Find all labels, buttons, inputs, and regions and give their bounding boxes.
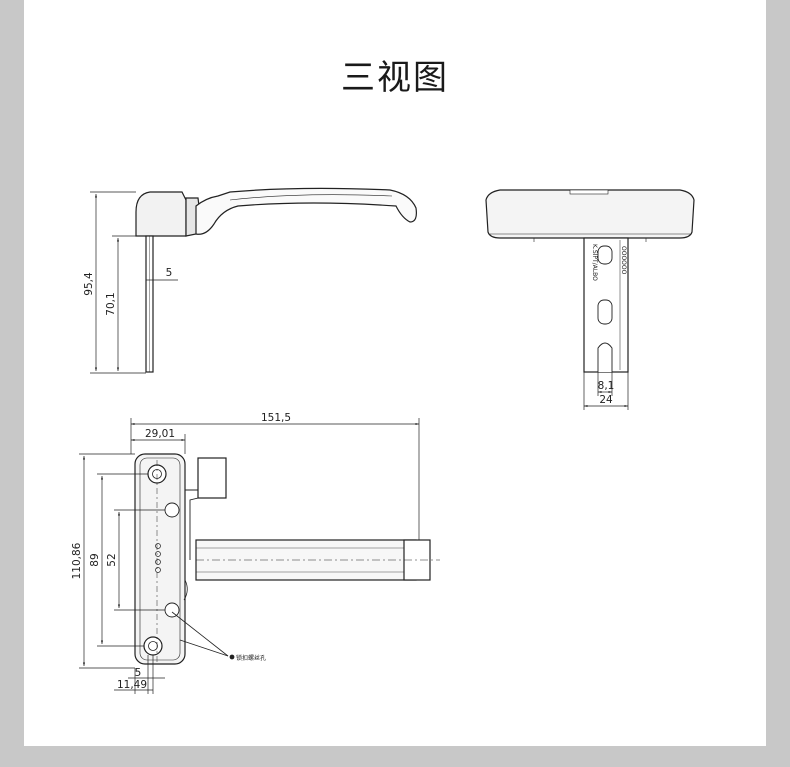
- dim-shaft-length: 70,1: [105, 292, 117, 315]
- end-view: [485, 189, 695, 373]
- side-view-dimensions: [90, 191, 178, 374]
- dim-overall-height-side: 95,4: [83, 272, 95, 296]
- dim-overall-height-top: 110,86: [71, 542, 83, 579]
- hinge-tab: [197, 457, 227, 499]
- handle-cap: [485, 189, 695, 239]
- callout-leader: [171, 611, 235, 660]
- dim-hole-spacing-inner: 52: [106, 553, 118, 566]
- handle-base-outline: [135, 191, 187, 237]
- dim-shaft-thickness: 5: [166, 267, 173, 279]
- dim-overall-length: 151,5: [261, 412, 291, 424]
- base-plate: [134, 453, 186, 665]
- dim-offset-edge: 11,49: [117, 679, 147, 691]
- top-view-dimensions: [79, 418, 420, 694]
- lever-arm: [195, 187, 417, 235]
- side-view: [135, 187, 417, 373]
- dim-hole-spacing-outer: 89: [89, 553, 101, 566]
- end-view-dimensions: [583, 372, 629, 410]
- shaft-marking-text: K.SIPT/ALBO: [591, 244, 598, 281]
- dim-shaft-width: 24: [599, 394, 613, 406]
- brand-marking-text: OOOOOO: [620, 246, 627, 275]
- callout-label: 锁扣螺丝孔: [236, 654, 266, 662]
- top-view: [134, 453, 440, 665]
- dim-slot-width: 8,1: [598, 380, 615, 392]
- dim-offset-small: 5: [135, 667, 142, 679]
- dim-base-width: 29,01: [145, 428, 175, 440]
- page-title: 三视图: [341, 58, 449, 98]
